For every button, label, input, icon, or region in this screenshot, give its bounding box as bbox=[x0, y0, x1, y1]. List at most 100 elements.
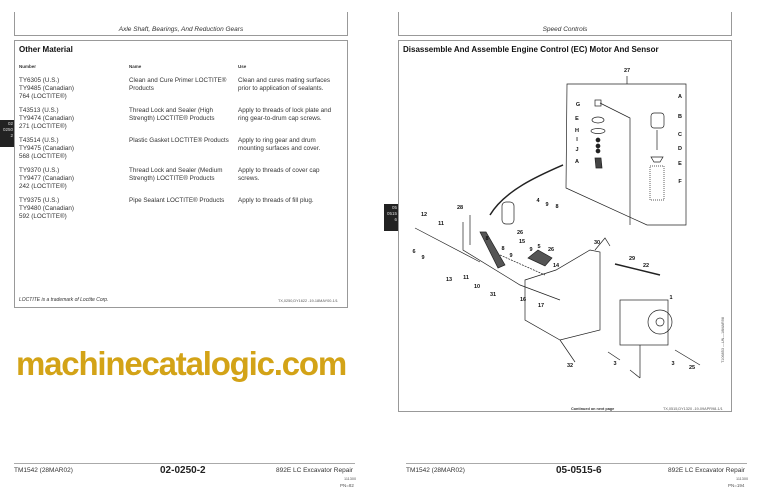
diagram-label: C bbox=[678, 132, 682, 138]
diagram-label: 17 bbox=[537, 303, 545, 309]
diagram-label: J bbox=[575, 147, 579, 153]
diagram-label: D bbox=[678, 146, 682, 152]
bracket bbox=[524, 249, 601, 341]
section-header: Speed Controls bbox=[542, 26, 588, 33]
left-page: Axle Shaft, Bearings, And Reduction Gear… bbox=[0, 12, 356, 488]
divider bbox=[347, 12, 348, 35]
cap-screw bbox=[614, 263, 661, 276]
cell-number: TY9375 (U.S.) TY9480 (Canadian) 592 (LOC… bbox=[19, 197, 74, 220]
reference-code: TX,0515,DY1320 -19-09APR98-1/1 bbox=[663, 407, 723, 411]
diagram-label: 11 bbox=[463, 275, 469, 281]
footer-small-code: 111300 bbox=[736, 477, 749, 481]
footer-page-number: 02-0250-2 bbox=[160, 465, 206, 476]
diagram-label: 22 bbox=[642, 263, 650, 269]
tab-line: 05 bbox=[391, 205, 397, 210]
part-a bbox=[594, 157, 603, 169]
footer-pn: PN=82 bbox=[340, 483, 354, 488]
tab-line: 0515 bbox=[386, 211, 397, 216]
content-box bbox=[398, 40, 732, 412]
diagram-label: 14 bbox=[552, 263, 560, 269]
lever bbox=[479, 231, 506, 269]
side-tab: 05 0515 6 bbox=[384, 204, 398, 231]
figure-id: T106853 —UN—18MAR98 bbox=[721, 316, 726, 364]
footer-page-number: 05-0515-6 bbox=[556, 465, 602, 476]
shaft bbox=[650, 130, 664, 163]
footer-manual: TM1542 (28MAR02) bbox=[14, 467, 73, 474]
inset-frame bbox=[565, 83, 687, 226]
cell-use: Apply to ring gear and drum mounting sur… bbox=[238, 137, 321, 152]
diagram-label: H bbox=[575, 128, 579, 134]
divider bbox=[398, 35, 732, 36]
cell-use: Apply to threads of fill plug. bbox=[238, 197, 314, 204]
leader-lines bbox=[414, 215, 561, 301]
divider bbox=[14, 12, 15, 35]
diagram-label: 8 bbox=[485, 236, 489, 242]
cell-name: Clean and Cure Primer LOCTITE® Products bbox=[129, 77, 227, 92]
bracket-tab bbox=[594, 237, 611, 251]
diagram-label: 8 bbox=[555, 204, 559, 210]
cell-use: Apply to threads of cover cap screws. bbox=[238, 167, 320, 182]
diagram-label: 26 bbox=[516, 230, 524, 236]
diagram-label: 4 bbox=[536, 198, 540, 204]
page-title: Disassemble And Assemble Engine Control … bbox=[403, 45, 659, 54]
diagram-label: 11 bbox=[438, 221, 444, 227]
diagram-label: 31 bbox=[489, 292, 497, 298]
footer-model: 892E LC Excavator Repair bbox=[276, 467, 353, 474]
diagram-label: 29 bbox=[628, 256, 636, 262]
side-tab: 02 0250 2 bbox=[0, 120, 14, 147]
trademark-note: LOCTITE is a trademark of Loctite Corp. bbox=[19, 297, 109, 303]
footer-rule bbox=[406, 463, 747, 464]
cell-number: TY6305 (U.S.) TY9485 (Canadian) 764 (LOC… bbox=[19, 77, 74, 100]
diagram-label: 26 bbox=[547, 247, 555, 253]
diagram-label: 28 bbox=[456, 205, 464, 211]
diagram-label: 15 bbox=[518, 239, 526, 245]
diagram-label: F bbox=[678, 179, 682, 185]
arm bbox=[527, 249, 553, 267]
continued-note: Continued on next page bbox=[571, 407, 615, 411]
footer-rule bbox=[14, 463, 355, 464]
diagram-label: 5 bbox=[537, 244, 541, 250]
diagram-label: 8 bbox=[501, 246, 505, 252]
diagram-label: 12 bbox=[420, 212, 428, 218]
diagram-label: E bbox=[678, 161, 682, 167]
section-header: Axle Shaft, Bearings, And Reduction Gear… bbox=[118, 26, 244, 33]
cell-use: Apply to threads of lock plate and ring … bbox=[238, 107, 332, 122]
cell-number: TY9370 (U.S.) TY9477 (Canadian) 242 (LOC… bbox=[19, 167, 74, 190]
diagram-label: 25 bbox=[688, 365, 696, 371]
divider bbox=[14, 35, 348, 36]
leader-line bbox=[499, 254, 546, 276]
part-h bbox=[590, 128, 606, 134]
footer-manual: TM1542 (28MAR02) bbox=[406, 467, 465, 474]
cell-name: Plastic Gasket LOCTITE® Products bbox=[129, 137, 229, 144]
footer-pn: PN=194 bbox=[728, 483, 745, 488]
diagram-label: 3 bbox=[671, 361, 675, 367]
part-e bbox=[591, 116, 605, 124]
cable bbox=[489, 164, 564, 216]
page-title: Other Material bbox=[19, 45, 73, 54]
content-box bbox=[14, 40, 348, 308]
diagram-label: I bbox=[576, 137, 578, 143]
tab-line: 2 bbox=[10, 133, 13, 138]
part-i bbox=[595, 137, 601, 143]
diagram-label: 30 bbox=[593, 240, 601, 246]
diagram-label: 9 bbox=[529, 247, 533, 253]
column-header-use: Use bbox=[238, 64, 247, 69]
diagram-label: 13 bbox=[445, 277, 453, 283]
motor-cap bbox=[650, 112, 665, 129]
part-g bbox=[594, 99, 602, 107]
tab-line: 02 bbox=[7, 121, 13, 126]
sensor bbox=[501, 201, 515, 225]
footer-model: 892E LC Excavator Repair bbox=[668, 467, 745, 474]
cell-name: Thread Lock and Sealer (High Strength) L… bbox=[129, 107, 215, 122]
cell-number: T43514 (U.S.) TY9475 (Canadian) 568 (LOC… bbox=[19, 137, 74, 160]
part-j bbox=[595, 143, 601, 149]
diagram-label: 6 bbox=[412, 249, 416, 255]
cell-name: Thread Lock and Sealer (Medium Strength)… bbox=[129, 167, 223, 182]
motor-shaft-end bbox=[647, 309, 673, 335]
diagram-label: 9 bbox=[509, 253, 513, 259]
diagram-label: 3 bbox=[613, 361, 617, 367]
diagram-label: A bbox=[575, 159, 579, 165]
motor-body bbox=[619, 299, 669, 346]
divider bbox=[398, 12, 399, 35]
